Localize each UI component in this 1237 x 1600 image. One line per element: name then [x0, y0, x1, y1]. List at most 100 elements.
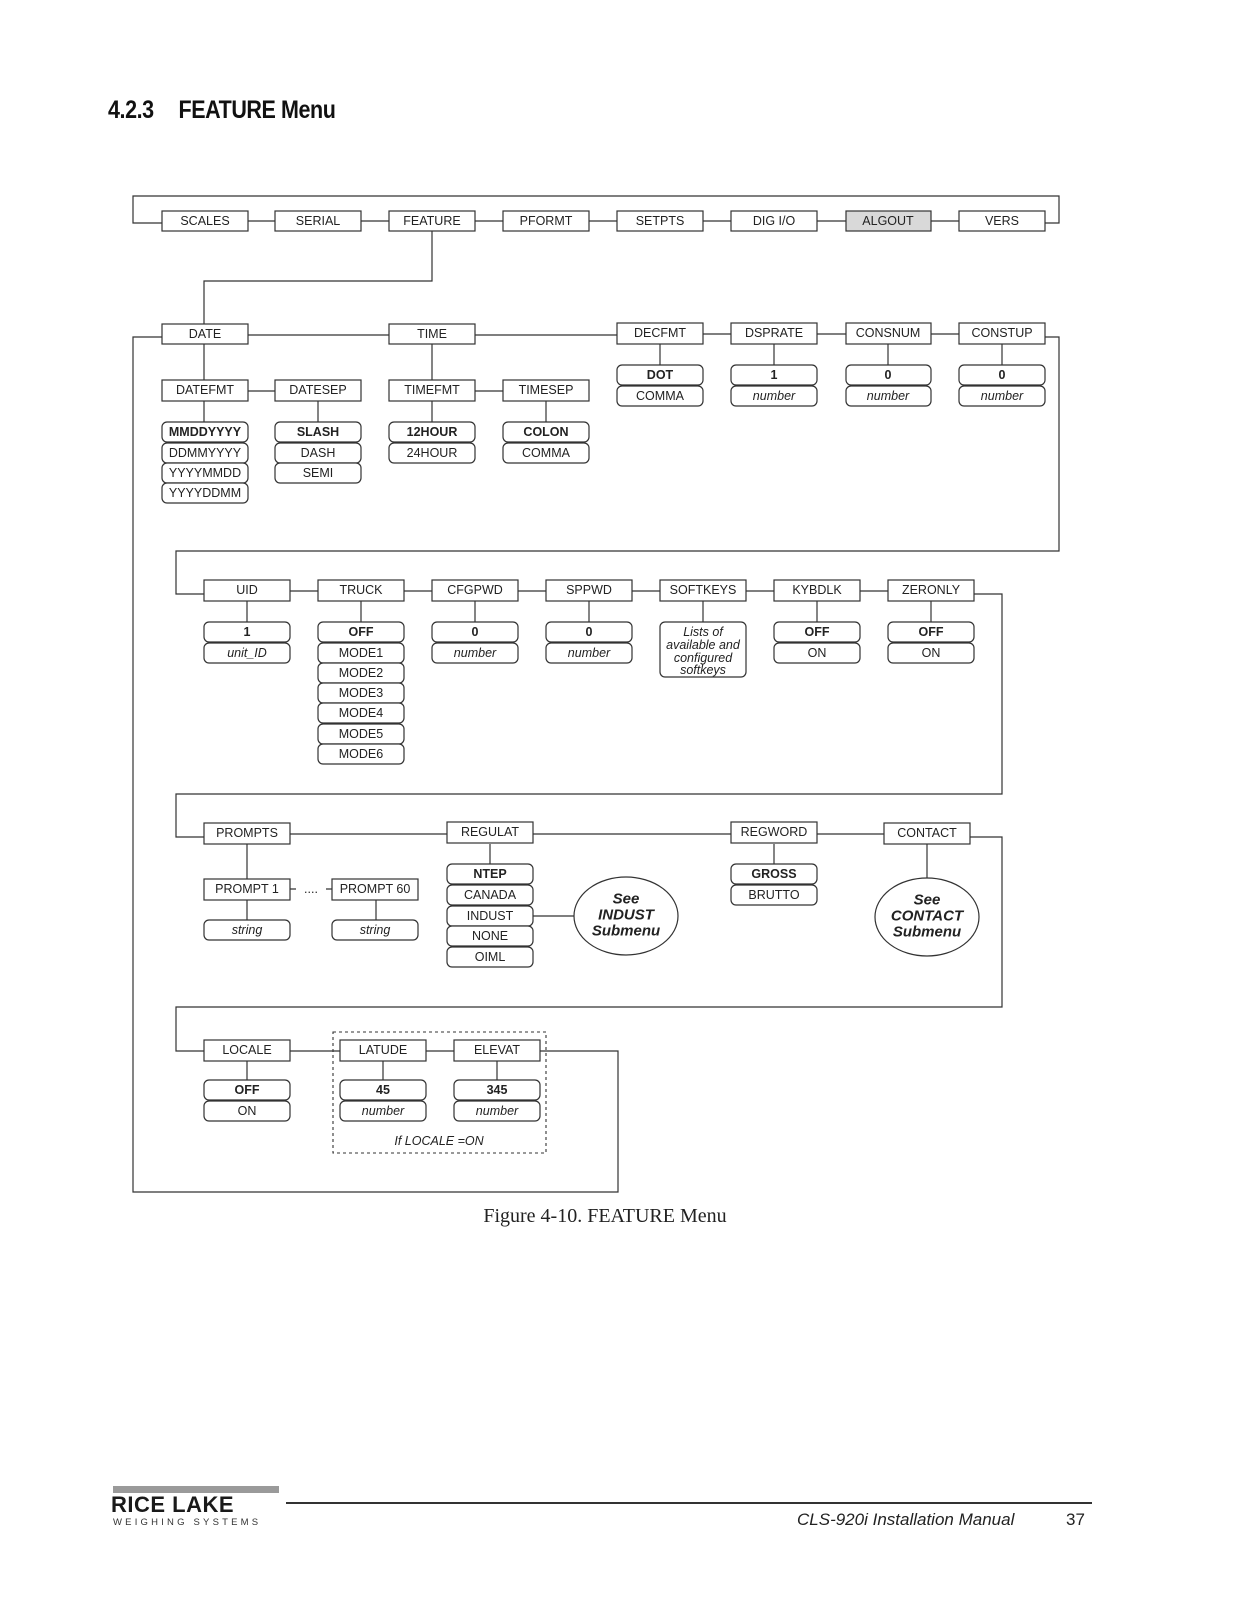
option-constup-default-label: 0	[999, 368, 1006, 382]
menu-uid[interactable]: UID	[203, 579, 291, 602]
option-prompt-1-string-label: string	[232, 923, 263, 937]
option-gross[interactable]: GROSS	[730, 863, 818, 885]
option-kybdlk-off[interactable]: OFF	[773, 621, 861, 643]
see-contact-submenu[interactable]: See CONTACT Submenu	[874, 877, 980, 957]
option-zeronly-on[interactable]: ON	[887, 642, 975, 664]
option-ntep[interactable]: NTEP	[446, 863, 534, 885]
option-dot[interactable]: DOT	[616, 364, 704, 386]
option-12hour[interactable]: 12HOUR	[388, 421, 476, 443]
option-zeronly-off[interactable]: OFF	[887, 621, 975, 643]
option-mode4[interactable]: MODE4	[317, 702, 405, 724]
menu-constup[interactable]: CONSTUP	[958, 322, 1046, 345]
option-locale-on[interactable]: ON	[203, 1100, 291, 1122]
menu-pformt[interactable]: PFORMT	[502, 210, 590, 232]
option-elevat-default[interactable]: 345	[453, 1079, 541, 1101]
option-latude-default[interactable]: 45	[339, 1079, 427, 1101]
menu-time[interactable]: TIME	[388, 323, 476, 345]
menu-serial[interactable]: SERIAL	[274, 210, 362, 232]
option-cfgpwd-number[interactable]: number	[431, 642, 519, 664]
option-brutto[interactable]: BRUTTO	[730, 884, 818, 906]
option-yyyyddmm[interactable]: YYYYDDMM	[161, 482, 249, 504]
option-timesep-comma[interactable]: COMMA	[502, 442, 590, 464]
see-contact-line-2: CONTACT	[891, 908, 965, 925]
menu-uid-label: UID	[236, 583, 258, 597]
menu-feature[interactable]: FEATURE	[388, 210, 476, 232]
menu-softkeys[interactable]: SOFTKEYS	[659, 579, 747, 602]
softkeys-note: Lists of available and configured softke…	[659, 621, 747, 678]
menu-timesep[interactable]: TIMESEP	[502, 379, 590, 402]
see-contact-line-1: See	[914, 892, 941, 909]
menu-algout[interactable]: ALGOUT	[845, 210, 932, 232]
option-yyyymmdd[interactable]: YYYYMMDD	[161, 462, 249, 484]
option-prompt-60-string[interactable]: string	[331, 919, 419, 941]
menu-sppwd[interactable]: SPPWD	[545, 579, 633, 602]
option-consnum-number[interactable]: number	[845, 385, 932, 407]
menu-elevat-label: ELEVAT	[474, 1043, 520, 1057]
option-mode5[interactable]: MODE5	[317, 723, 405, 745]
menu-zeronly[interactable]: ZERONLY	[887, 579, 975, 602]
menu-latude[interactable]: LATUDE	[339, 1039, 427, 1062]
option-kybdlk-on[interactable]: ON	[773, 642, 861, 664]
option-sppwd-default[interactable]: 0	[545, 621, 633, 643]
option-colon[interactable]: COLON	[502, 421, 590, 443]
option-none[interactable]: NONE	[446, 925, 534, 947]
menu-locale[interactable]: LOCALE	[203, 1039, 291, 1062]
option-truck-off[interactable]: OFF	[317, 621, 405, 643]
option-ddmmyyyy[interactable]: DDMMYYYY	[161, 442, 249, 464]
option-dash[interactable]: DASH	[274, 442, 362, 464]
menu-truck[interactable]: TRUCK	[317, 579, 405, 602]
option-indust[interactable]: INDUST	[446, 905, 534, 927]
option-mode1[interactable]: MODE1	[317, 642, 405, 664]
option-slash[interactable]: SLASH	[274, 421, 362, 443]
option-constup-default[interactable]: 0	[958, 364, 1046, 386]
menu-contact[interactable]: CONTACT	[883, 822, 971, 845]
option-mmddyyyy[interactable]: MMDDYYYY	[161, 421, 249, 443]
option-oiml[interactable]: OIML	[446, 946, 534, 968]
option-semi[interactable]: SEMI	[274, 462, 362, 484]
option-latude-number[interactable]: number	[339, 1100, 427, 1122]
menu-setpts[interactable]: SETPTS	[616, 210, 704, 232]
option-prompt-1-string[interactable]: string	[203, 919, 291, 941]
option-semi-label: SEMI	[303, 466, 334, 480]
option-24hour[interactable]: 24HOUR	[388, 442, 476, 464]
option-unit-id[interactable]: unit_ID	[203, 642, 291, 664]
menu-date[interactable]: DATE	[161, 323, 249, 345]
option-mode2[interactable]: MODE2	[317, 662, 405, 684]
menu-pformt-label: PFORMT	[520, 214, 573, 228]
option-dsprate-default[interactable]: 1	[730, 364, 818, 386]
softkeys-note-line-2: available and	[666, 638, 741, 652]
option-latude-number-label: number	[362, 1104, 405, 1118]
option-canada-label: CANADA	[464, 888, 517, 902]
option-uid-default[interactable]: 1	[203, 621, 291, 643]
option-canada[interactable]: CANADA	[446, 884, 534, 906]
option-locale-off[interactable]: OFF	[203, 1079, 291, 1101]
menu-dig-io[interactable]: DIG I/O	[730, 210, 818, 232]
option-sppwd-number[interactable]: number	[545, 642, 633, 664]
menu-prompts[interactable]: PROMPTS	[203, 822, 291, 845]
option-mode3[interactable]: MODE3	[317, 682, 405, 704]
menu-datesep[interactable]: DATESEP	[274, 379, 362, 402]
option-elevat-default-label: 345	[487, 1083, 508, 1097]
menu-cfgpwd[interactable]: CFGPWD	[431, 579, 519, 602]
option-mode6[interactable]: MODE6	[317, 743, 405, 765]
option-cfgpwd-default[interactable]: 0	[431, 621, 519, 643]
menu-prompt-60[interactable]: PROMPT 60	[331, 878, 419, 901]
option-constup-number[interactable]: number	[958, 385, 1046, 407]
menu-decfmt[interactable]: DECFMT	[616, 322, 704, 345]
menu-scales[interactable]: SCALES	[161, 210, 249, 232]
menu-kybdlk[interactable]: KYBDLK	[773, 579, 861, 602]
menu-vers[interactable]: VERS	[958, 210, 1046, 232]
see-indust-submenu[interactable]: See INDUST Submenu	[573, 876, 679, 956]
menu-datefmt[interactable]: DATEFMT	[161, 379, 249, 402]
menu-timefmt[interactable]: TIMEFMT	[388, 379, 476, 402]
menu-elevat[interactable]: ELEVAT	[453, 1039, 541, 1062]
option-dsprate-number[interactable]: number	[730, 385, 818, 407]
menu-regword[interactable]: REGWORD	[730, 821, 818, 844]
menu-regulat[interactable]: REGULAT	[446, 821, 534, 844]
menu-prompt-1[interactable]: PROMPT 1	[203, 878, 291, 901]
option-decfmt-comma[interactable]: COMMA	[616, 385, 704, 407]
menu-dsprate[interactable]: DSPRATE	[730, 322, 818, 345]
option-consnum-default[interactable]: 0	[845, 364, 932, 386]
option-elevat-number[interactable]: number	[453, 1100, 541, 1122]
menu-consnum[interactable]: CONSNUM	[845, 322, 932, 345]
